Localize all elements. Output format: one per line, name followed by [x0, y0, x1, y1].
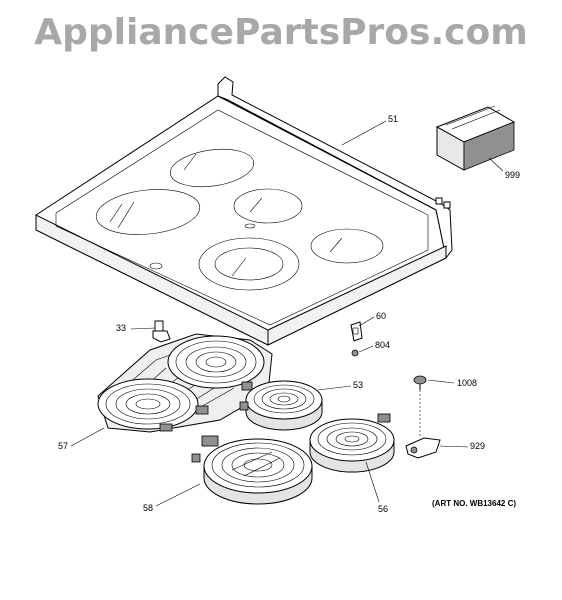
site-watermark: AppliancePartsPros.com [34, 12, 528, 53]
bracket-part[interactable] [350, 321, 363, 342]
callout-929: 929 [470, 441, 486, 451]
callout-1008: 1008 [457, 378, 478, 388]
callout-33: 33 [116, 323, 127, 333]
leader-lines [70, 120, 504, 507]
medium-surface-element[interactable] [309, 413, 395, 473]
mounting-screw[interactable] [413, 375, 427, 390]
callout-53: 53 [353, 380, 364, 390]
callout-804: 804 [375, 340, 391, 350]
cooktop-glass-panel[interactable] [35, 76, 453, 346]
callout-58: 58 [143, 503, 154, 513]
callout-999: 999 [505, 170, 521, 180]
callout-60: 60 [376, 311, 387, 321]
callout-56: 56 [378, 504, 389, 514]
large-surface-element[interactable] [191, 435, 313, 505]
small-surface-element[interactable] [239, 380, 323, 431]
callout-51: 51 [388, 114, 399, 124]
burner-bracket-clip[interactable] [405, 437, 441, 459]
screw-part[interactable] [351, 349, 359, 357]
dual-burner-element[interactable] [97, 333, 273, 433]
callout-57: 57 [58, 441, 69, 451]
parts-kit-box[interactable] [435, 105, 516, 171]
clip-part[interactable] [152, 320, 171, 343]
art-number: (ART NO. WB13642 C) [432, 499, 517, 508]
